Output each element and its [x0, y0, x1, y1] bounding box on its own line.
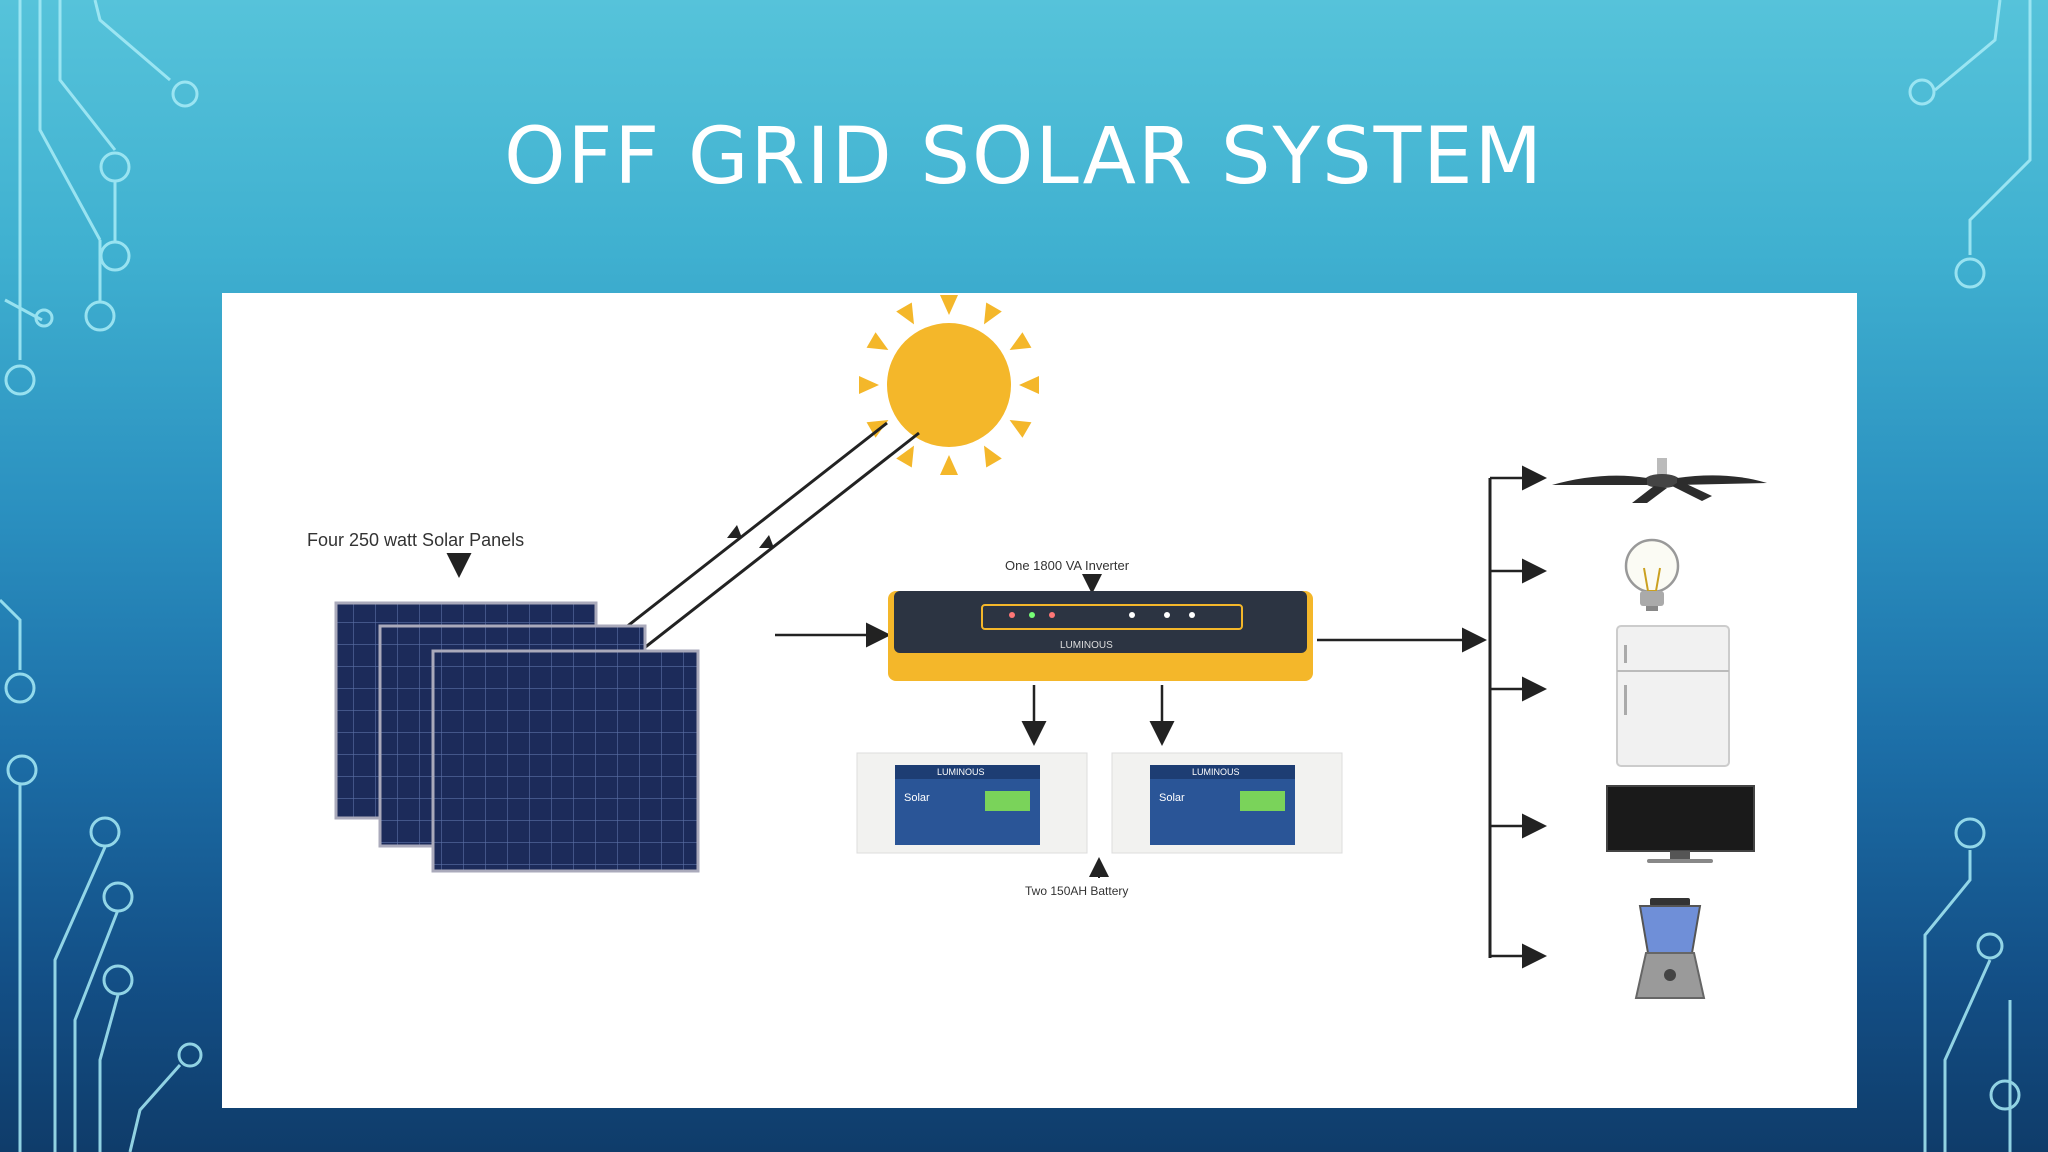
off-grid-diagram: Four 250 watt Solar Panels One 1800 VA I… — [307, 295, 1767, 999]
panels-label: Four 250 watt Solar Panels — [307, 530, 524, 550]
svg-text:Solar: Solar — [904, 792, 930, 804]
television-icon — [1606, 785, 1755, 863]
light-bulb-icon — [1624, 538, 1680, 611]
inverter-label: One 1800 VA Inverter — [1005, 558, 1130, 573]
battery-1: LUMINOUS Solar — [856, 752, 1088, 854]
battery-label: Two 150AH Battery — [1025, 884, 1128, 898]
inverter-brand: LUMINOUS — [1060, 640, 1113, 651]
svg-text:Solar: Solar — [1159, 792, 1185, 804]
load-arrows — [1490, 465, 1547, 969]
svg-text:LUMINOUS: LUMINOUS — [937, 767, 985, 777]
inverter-battery-arrows — [1021, 685, 1175, 746]
slide-title: OFF GRID SOLAR SYSTEM — [504, 112, 1544, 202]
sun-icon — [859, 295, 1039, 475]
ceiling-fan-icon — [1552, 458, 1767, 503]
battery-2: LUMINOUS Solar — [1111, 752, 1343, 854]
svg-text:LUMINOUS: LUMINOUS — [1192, 767, 1240, 777]
diagram-panel: Four 250 watt Solar Panels One 1800 VA I… — [222, 293, 1857, 1108]
blender-icon — [1634, 898, 1706, 999]
refrigerator-icon — [1616, 625, 1730, 767]
solar-panels — [334, 601, 700, 873]
inverter: LUMINOUS — [888, 591, 1313, 681]
